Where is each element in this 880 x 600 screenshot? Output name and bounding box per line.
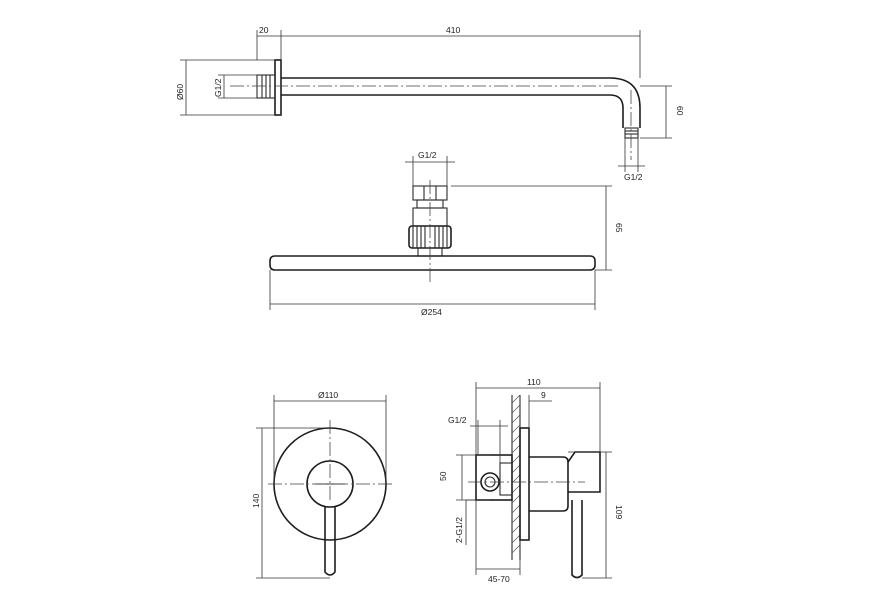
side-inlet-thread-label: G1/2 — [448, 415, 467, 425]
mixer-side-view: 110 9 G1/2 50 2-G1/2 109 45-70 — [438, 377, 624, 584]
head-disc — [269, 255, 596, 271]
shower-head-view: G1/2 65 Ø254 — [269, 150, 624, 317]
side-depth-label: 109 — [614, 505, 624, 519]
head-diameter-label: Ø254 — [421, 307, 442, 317]
arm-wall-flange — [274, 59, 282, 116]
side-plate-offset-label: 9 — [541, 390, 546, 400]
mixer-plate-dia-label: Ø110 — [318, 390, 338, 400]
side-ports-label: 2-G1/2 — [454, 517, 464, 543]
mixer-height-label: 140 — [251, 494, 261, 508]
arm-outlet-thread — [624, 127, 639, 139]
arm-length-label: 410 — [446, 25, 460, 35]
arm-drop-label: 60 — [675, 106, 685, 116]
head-height-label: 65 — [614, 223, 624, 233]
mixer-lever — [324, 507, 336, 576]
arm-outlet-thread-label: G1/2 — [624, 172, 643, 182]
shower-arm-view: 20 410 Ø60 G1/2 60 G1/2 — [175, 25, 685, 182]
mixer-front-view: Ø110 140 — [251, 390, 392, 579]
side-lever — [571, 500, 583, 579]
arm-tube — [281, 77, 641, 128]
arm-inlet-thread-label: G1/2 — [213, 78, 223, 97]
side-handle-body — [529, 456, 569, 512]
wall-section — [511, 394, 521, 560]
side-cover-plate — [519, 427, 530, 541]
arm-flange-dia-label: Ø60 — [175, 84, 185, 100]
side-port-spacing-label: 50 — [438, 471, 448, 481]
head-thread-label: G1/2 — [418, 150, 437, 160]
arm-flange-depth-label: 20 — [259, 25, 269, 35]
side-wall-range-label: 45-70 — [488, 574, 510, 584]
side-width-label: 110 — [527, 377, 541, 387]
